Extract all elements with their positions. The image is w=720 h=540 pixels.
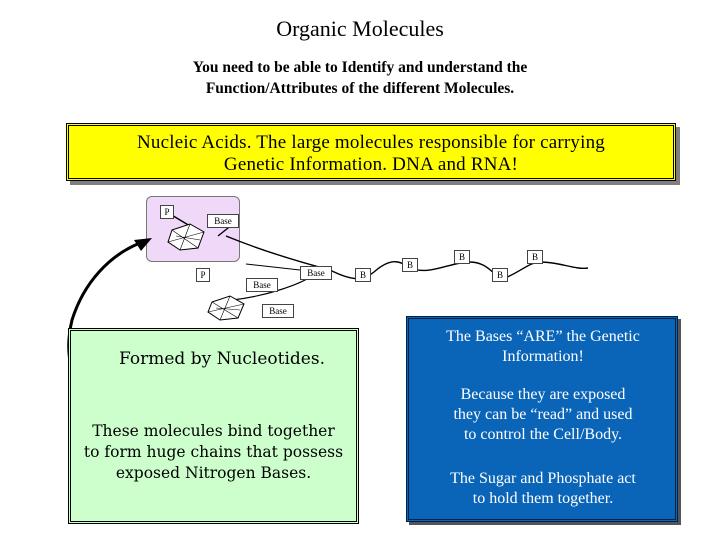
sugar-ring-2 — [207, 295, 245, 321]
base-label-2: Base — [246, 278, 278, 292]
subtitle: You need to be able to Identify and unde… — [120, 57, 600, 99]
nucleic-acids-text: Nucleic Acids. The large molecules respo… — [69, 132, 673, 176]
b-label-4: B — [492, 268, 508, 282]
bases-p2-line-2: they can be “read” and used — [453, 406, 633, 423]
bases-p1-line-1: The Bases “ARE” the Genetic — [446, 328, 640, 345]
page-title: Organic Molecules — [276, 16, 444, 41]
nucleotides-body-line-1: These molecules bind together — [92, 422, 335, 440]
base-label-4: Base — [262, 304, 294, 318]
nucleic-acids-line-1: Nucleic Acids. The large molecules respo… — [136, 132, 605, 153]
bases-p3-line-1: The Sugar and Phosphate act — [450, 470, 636, 487]
phosphate-label-1: P — [160, 205, 174, 219]
subtitle-line-1: You need to be able to Identify and unde… — [192, 59, 528, 76]
base-bond — [245, 263, 301, 271]
bases-paragraph-1: The Bases “ARE” the Genetic Information! — [415, 327, 671, 367]
bases-p2-line-1: Because they are exposed — [460, 386, 626, 403]
b-label-5: B — [527, 250, 543, 264]
bases-p2-line-3: to control the Cell/Body. — [463, 426, 623, 443]
b-label-2: B — [402, 258, 418, 272]
b-label-1: B — [355, 268, 371, 282]
phosphate-label-2: P — [196, 268, 210, 282]
b-label-3: B — [454, 250, 470, 264]
nucleotides-body: These molecules bind together to form hu… — [75, 421, 352, 484]
bases-box: The Bases “ARE” the Genetic Information!… — [406, 316, 678, 522]
nucleotides-title: Formed by Nucleotides. — [119, 349, 326, 369]
base-label-1: Base — [207, 214, 239, 228]
nucleotides-body-line-2: to form huge chains that possess — [83, 443, 344, 461]
bases-p1-line-2: Information! — [502, 348, 584, 365]
bases-p3-line-2: to hold them together. — [472, 490, 614, 507]
base-label-3: Base — [300, 266, 332, 280]
nucleic-acids-box: Nucleic Acids. The large molecules respo… — [66, 123, 676, 181]
sugar-ring-1 — [167, 223, 205, 251]
nucleotides-body-line-3: exposed Nitrogen Bases. — [115, 464, 312, 482]
pointer-arrowhead — [134, 238, 152, 251]
bases-paragraph-3: The Sugar and Phosphate act to hold them… — [415, 469, 671, 509]
subtitle-line-2: Function/Attributes of the different Mol… — [205, 80, 515, 97]
bases-paragraph-2: Because they are exposed they can be “re… — [415, 385, 671, 445]
nucleic-acids-line-2: Genetic Information. DNA and RNA! — [223, 154, 519, 175]
nucleotides-box: Formed by Nucleotides. These molecules b… — [68, 328, 359, 524]
